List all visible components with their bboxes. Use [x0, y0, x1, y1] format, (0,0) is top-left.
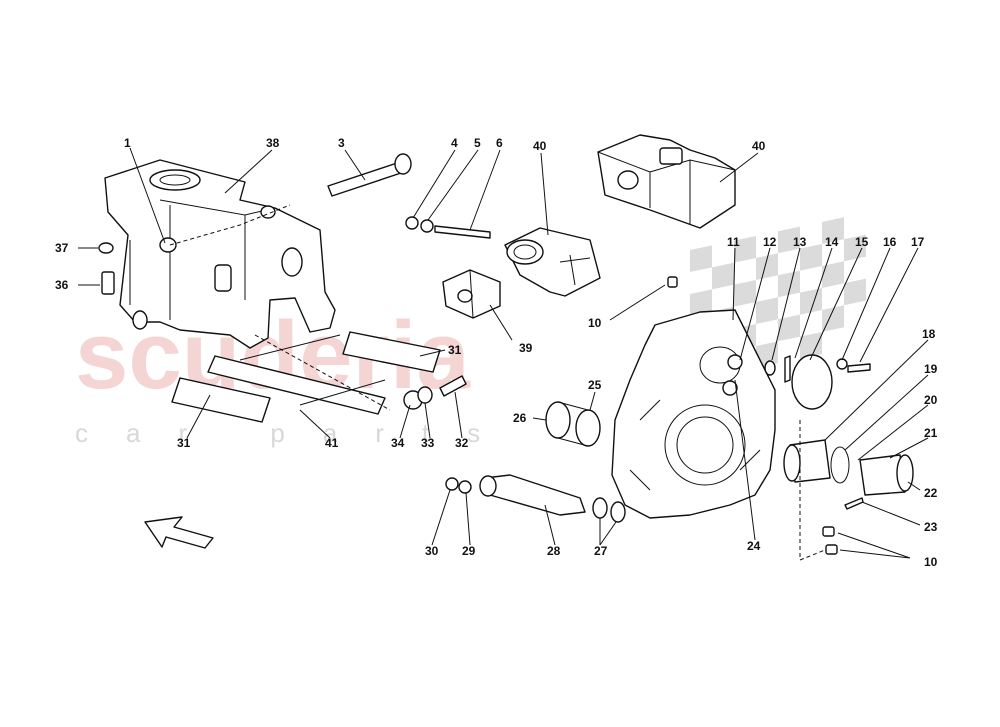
checkered-flag-icon [690, 217, 866, 378]
stud-bolt [434, 225, 491, 239]
callout-label: 28 [547, 544, 561, 558]
plug-2 [825, 544, 838, 555]
callout-label: 21 [924, 426, 938, 440]
callout-label: 30 [425, 544, 439, 558]
callout-label: 31 [177, 436, 191, 450]
long-bolt [327, 153, 412, 197]
ring-2 [610, 501, 626, 523]
callout-label: 26 [513, 411, 527, 425]
bearing-21 [859, 454, 906, 496]
plug [822, 526, 835, 537]
washer [420, 219, 434, 233]
oil-seal [545, 401, 571, 439]
callout-labels: 1 38 3 4 5 6 40 40 37 36 11 12 13 14 15 … [55, 136, 938, 569]
engine-mount-block [597, 134, 736, 229]
callout-label: 38 [266, 136, 280, 150]
callout-label: 41 [325, 436, 339, 450]
dowel [844, 497, 864, 510]
bolt-32 [439, 375, 467, 397]
watermark-sub: car parts [75, 418, 518, 448]
rubber-bush [442, 269, 501, 319]
nut [405, 216, 419, 230]
engine-mount [504, 227, 601, 297]
direction-arrow-icon [144, 516, 214, 549]
callout-label: 39 [519, 341, 533, 355]
callout-label: 25 [588, 378, 602, 392]
plug-10 [667, 276, 678, 288]
gearbox-housing [611, 309, 776, 519]
screw [847, 363, 871, 373]
callout-label: 10 [588, 316, 602, 330]
shaft [479, 474, 586, 516]
bolt-36 [101, 271, 115, 295]
support-bracket [104, 159, 336, 349]
callout-label: 36 [55, 278, 69, 292]
callout-label: 19 [924, 362, 938, 376]
callout-label: 11 [727, 235, 740, 249]
callout-label: 40 [533, 139, 547, 153]
washer-37 [98, 242, 114, 254]
callout-label: 40 [752, 139, 766, 153]
spacer-plates [171, 331, 441, 423]
washer-29 [458, 480, 472, 494]
callout-label: 15 [855, 235, 869, 249]
leader-lines [78, 147, 929, 561]
callout-label: 34 [391, 436, 405, 450]
callout-label: 16 [883, 235, 897, 249]
callout-label: 27 [594, 544, 608, 558]
callout-label: 33 [421, 436, 435, 450]
callout-label: 14 [825, 235, 839, 249]
o-ring [764, 360, 776, 376]
callout-label: 10 [924, 555, 938, 569]
callout-label: 18 [922, 327, 936, 341]
callout-label: 20 [924, 393, 938, 407]
callout-label: 23 [924, 520, 938, 534]
ring [592, 497, 608, 519]
pin [784, 355, 791, 383]
callout-label: 5 [474, 136, 481, 150]
callout-label: 12 [763, 235, 777, 249]
callout-label: 13 [793, 235, 807, 249]
callout-label: 37 [55, 241, 69, 255]
callout-label: 3 [338, 136, 345, 150]
oil-seal-25 [575, 409, 601, 447]
callout-label: 4 [451, 136, 458, 150]
callout-label: 29 [462, 544, 476, 558]
washer-15 [836, 358, 848, 370]
callout-label: 32 [455, 436, 469, 450]
cover-plate [791, 354, 833, 410]
callout-label: 31 [448, 343, 462, 357]
callout-label: 24 [747, 539, 761, 553]
washer-33 [417, 386, 433, 404]
circlip [830, 446, 850, 484]
callout-label: 1 [124, 136, 131, 150]
callout-label: 22 [924, 486, 938, 500]
callout-label: 17 [911, 235, 925, 249]
callout-label: 6 [496, 136, 503, 150]
nut-30 [445, 477, 459, 491]
